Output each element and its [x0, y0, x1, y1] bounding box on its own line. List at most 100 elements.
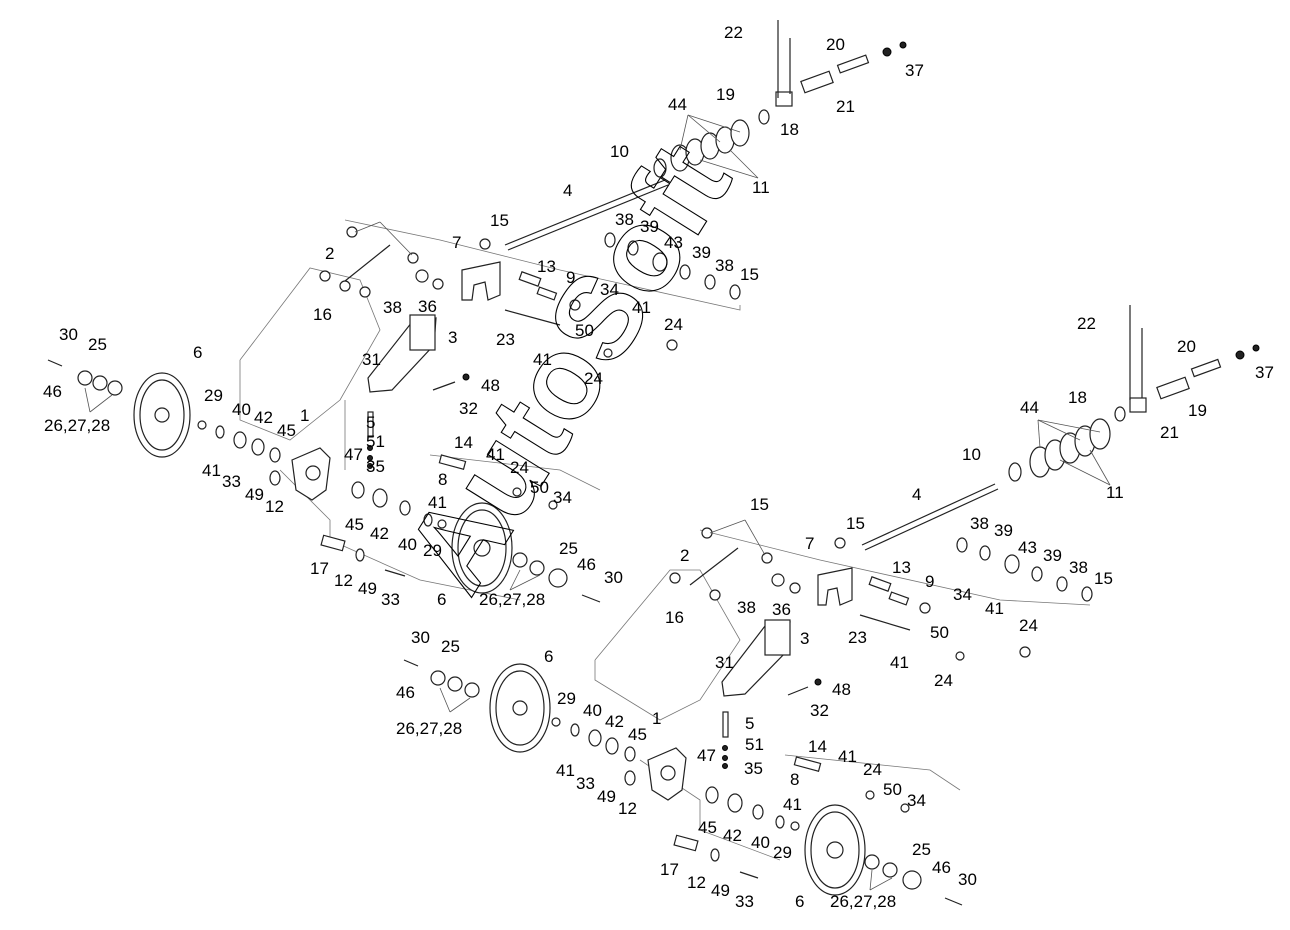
lower-part-label: 18 — [1068, 388, 1087, 407]
lower-part-label: 15 — [846, 514, 865, 533]
upper-part-label: 48 — [481, 376, 500, 395]
upper-part-label: 32 — [459, 399, 478, 418]
shaft-4-lower — [861, 483, 996, 546]
sprocket-set-upper-left — [77, 370, 123, 396]
upper-part-label: 30 — [604, 568, 623, 587]
upper-part-label: 15 — [490, 211, 509, 230]
upper-part-label: 22 — [724, 23, 743, 42]
lower-part-label: 24 — [934, 671, 953, 690]
upper-part-label: 49 — [245, 485, 264, 504]
shaft-23 — [504, 309, 561, 326]
upper-part-label: 35 — [366, 457, 385, 476]
lower-part-label: 5 — [745, 714, 754, 733]
upper-part-label: 47 — [344, 445, 363, 464]
lower-part-label: 11 — [1106, 483, 1124, 502]
lower-part-label: 50 — [883, 780, 902, 799]
upper-part-label: 41 — [533, 350, 552, 369]
lower-part-label: 33 — [735, 892, 754, 911]
lower-part-label: 47 — [697, 746, 716, 765]
lower-part-label: 45 — [698, 818, 717, 837]
upper-part-label: 38 — [383, 298, 402, 317]
wheel-6-upper-left — [133, 372, 191, 458]
washer-18 — [758, 109, 770, 125]
pin-19 — [800, 70, 834, 94]
lower-part-label: 41 — [556, 761, 575, 780]
washer-10 — [653, 158, 667, 178]
sprocket-set-upper-right — [512, 552, 568, 588]
lower-part-label: 30 — [958, 870, 977, 889]
upper-part-label: 41 — [202, 461, 221, 480]
upper-part-label: 12 — [265, 497, 284, 516]
bracket-21 — [775, 91, 793, 107]
upper-part-label: 42 — [254, 408, 273, 427]
upper-part-label: 50 — [575, 321, 594, 340]
plate-3 — [409, 314, 436, 351]
lower-part-label: 19 — [1188, 401, 1207, 420]
lower-part-label: 33 — [576, 774, 595, 793]
lower-part-label: 1 — [652, 709, 661, 728]
nut-37 — [882, 47, 892, 57]
lower-part-label: 3 — [800, 629, 809, 648]
upper-part-label: 41 — [486, 445, 505, 464]
upper-part-label: 8 — [438, 470, 447, 489]
upper-part-label: 19 — [716, 85, 735, 104]
lower-part-label: 34 — [907, 791, 926, 810]
upper-part-label: 41 — [632, 298, 651, 317]
upper-part-label: 30 — [59, 325, 78, 344]
upper-part-label: 45 — [277, 421, 296, 440]
lower-part-label: 42 — [605, 712, 624, 731]
bolt-30 — [47, 359, 63, 367]
upper-part-label: 7 — [452, 233, 461, 252]
lower-part-label: 26,27,28 — [830, 892, 896, 911]
upper-part-label: 6 — [437, 590, 446, 609]
upper-part-label: 4 — [563, 181, 572, 200]
bearing-row-upper-left — [197, 420, 281, 486]
upper-part-label: 49 — [358, 579, 377, 598]
upper-part-label: 33 — [222, 472, 241, 491]
upper-part-label: 24 — [510, 458, 529, 477]
upper-part-label: 37 — [905, 61, 924, 80]
upper-part-label: 25 — [559, 539, 578, 558]
upper-part-label: 51 — [366, 432, 385, 451]
lower-part-label: 44 — [1020, 398, 1039, 417]
upper-part-label: 31 — [362, 350, 381, 369]
sprocket-set-lower-right — [864, 854, 922, 890]
wheel-6-lower-left — [489, 663, 551, 753]
upper-part-label: 25 — [88, 335, 107, 354]
upper-part-label: 44 — [668, 95, 687, 114]
shaft-4 — [504, 179, 666, 246]
lower-part-label: 39 — [994, 521, 1013, 540]
lower-part-label: 12 — [687, 873, 706, 892]
lower-part-label: 41 — [838, 747, 857, 766]
lower-part-label: 35 — [744, 759, 763, 778]
lower-part-label: 32 — [810, 701, 829, 720]
upper-part-label: 29 — [423, 541, 442, 560]
lower-part-label: 14 — [808, 737, 827, 756]
lower-part-label: 9 — [925, 572, 934, 591]
upper-part-label: 18 — [780, 120, 799, 139]
upper-part-label: 20 — [826, 35, 845, 54]
lower-part-label: 37 — [1255, 363, 1274, 382]
lower-part-label: 23 — [848, 628, 867, 647]
upper-part-label: 36 — [418, 297, 437, 316]
lower-part-label: 6 — [795, 892, 804, 911]
upper-part-label: 39 — [692, 243, 711, 262]
lower-part-label: 48 — [832, 680, 851, 699]
lower-part-label: 17 — [660, 860, 679, 879]
pin-5 — [367, 411, 374, 438]
lower-part-label: 21 — [1160, 423, 1179, 442]
lower-part-label: 15 — [1094, 569, 1113, 588]
washer-10-lower — [1008, 462, 1022, 482]
upper-part-label: 17 — [310, 559, 329, 578]
upper-part-label: 12 — [334, 571, 353, 590]
wheel-6-lower-right — [804, 804, 866, 896]
upper-part-label: 9 — [566, 268, 575, 287]
lower-part-label: 43 — [1018, 538, 1037, 557]
bracket-21-lower — [1129, 397, 1147, 413]
upper-part-label: 46 — [577, 555, 596, 574]
wheel-6-upper-right — [451, 502, 513, 594]
lower-part-label: 40 — [751, 833, 770, 852]
bearing-row-upper-mid — [351, 481, 447, 529]
upper-part-label: 15 — [740, 265, 759, 284]
